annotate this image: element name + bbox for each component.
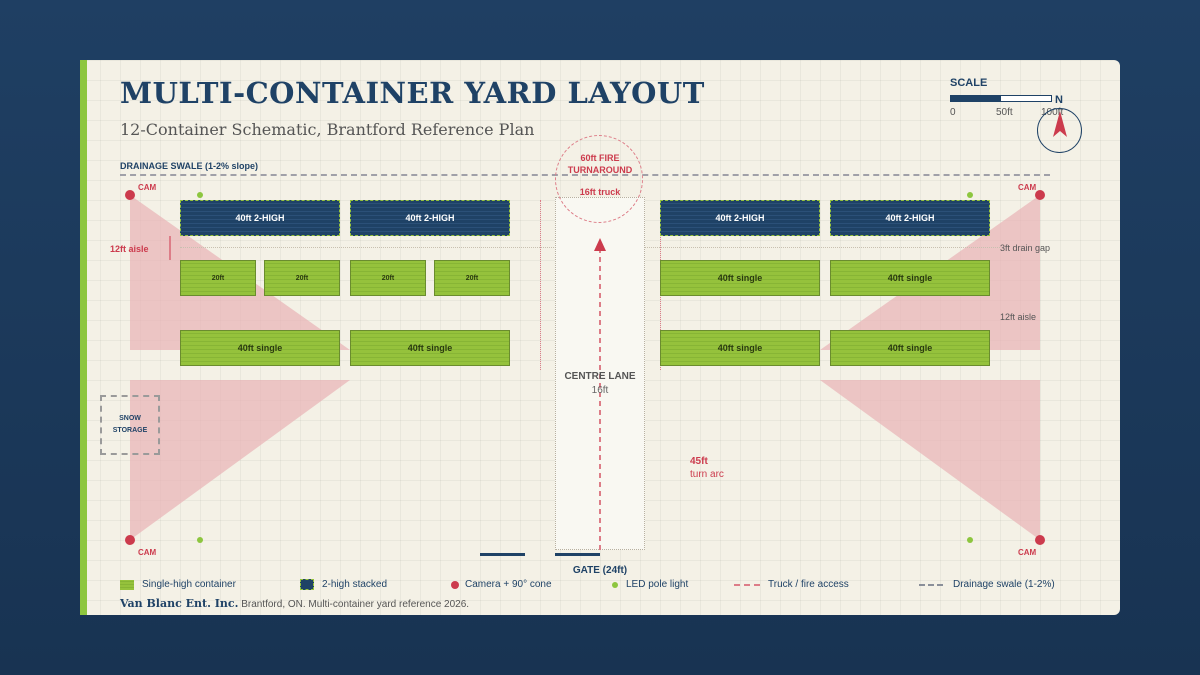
legend-swale-swatch [919, 583, 943, 586]
fire-turnaround-label: 60ft FIRE TURNAROUND [550, 152, 650, 176]
footer-text: Brantford, ON. Multi-container yard refe… [241, 599, 470, 610]
turn-arc-value: 45ft [690, 456, 708, 467]
container-single-r3-2: 40ft single [350, 330, 510, 366]
container-single-r2-2: 40ft single [830, 260, 990, 296]
container-20ft-1: 20ft [180, 260, 256, 296]
camera-cone-bottom-right [820, 380, 1040, 540]
camera-top-left [125, 190, 135, 200]
led-light-bottom-left [197, 537, 203, 543]
drain-gap-label: 3ft drain gap [1000, 243, 1051, 253]
gate-post-left [480, 553, 525, 556]
camera-cone-bottom-left [130, 380, 350, 540]
legend-stacked-swatch [300, 579, 314, 590]
north-label: N [1055, 94, 1063, 106]
legend-swale: Drainage swale (1-2%) [919, 579, 1055, 590]
container-20ft-4: 20ft [434, 260, 510, 296]
snow-storage-area: SNOW STORAGE [100, 395, 160, 455]
legend-stacked: 2-high stacked [300, 579, 387, 590]
footer: Van Blanc Ent. Inc. Brantford, ON. Multi… [120, 597, 469, 610]
led-light-top-right [967, 192, 973, 198]
fire-turnaround-circle [555, 135, 643, 223]
scale-bar [950, 95, 1052, 102]
drainage-swale-label: DRAINAGE SWALE (1-2% slope) [120, 161, 259, 171]
led-light-bottom-right [967, 537, 973, 543]
centre-lane-label: CENTRE LANE [564, 371, 636, 382]
container-single-r3-3: 40ft single [660, 330, 820, 366]
truck-size-label: 16ft truck [579, 187, 621, 197]
camera-top-right [1035, 190, 1045, 200]
turn-arc-label: turn arc [690, 469, 724, 480]
north-arrow-icon [1053, 111, 1067, 137]
accent-bar [80, 60, 87, 615]
legend-led-label: LED pole light [626, 579, 689, 590]
legend-single-label: Single-high container [142, 579, 236, 590]
legend-truck-swatch [734, 583, 760, 586]
aisle-marker [169, 236, 171, 260]
camera-label-bottom-right: CAM [1018, 548, 1037, 557]
legend-truck-label: Truck / fire access [768, 579, 849, 590]
snow-storage-line2: STORAGE [112, 427, 148, 434]
aisle-label-left: 12ft aisle [110, 244, 149, 254]
container-single-r3-4: 40ft single [830, 330, 990, 366]
centre-lane-width: 16ft [591, 385, 609, 396]
legend-single-swatch [120, 579, 134, 590]
camera-label-top-left: CAM [138, 183, 157, 192]
camera-bottom-right [1035, 535, 1045, 545]
legend-camera-label: Camera + 90° cone [465, 579, 552, 590]
truck-path-icon [594, 238, 606, 552]
scale-label: SCALE [950, 77, 988, 89]
legend-camera: Camera + 90° cone [451, 579, 552, 590]
north-compass [1037, 108, 1082, 153]
container-stacked-4: 40ft 2-HIGH [830, 200, 990, 236]
legend-swale-label: Drainage swale (1-2%) [953, 579, 1055, 590]
container-stacked-2: 40ft 2-HIGH [350, 200, 510, 236]
camera-icon [451, 580, 459, 589]
footer-brand: Van Blanc Ent. Inc. [120, 597, 239, 610]
camera-label-top-right: CAM [1018, 183, 1037, 192]
page-title: MULTI-CONTAINER YARD LAYOUT [120, 76, 705, 110]
snow-storage-line1: SNOW [119, 415, 141, 422]
container-single-r3-1: 40ft single [180, 330, 340, 366]
container-20ft-2: 20ft [264, 260, 340, 296]
turnaround-line2: TURNAROUND [567, 165, 633, 175]
yard-plan-sheet: MULTI-CONTAINER YARD LAYOUT 12-Container… [80, 60, 1120, 615]
legend-led: LED pole light [612, 579, 688, 590]
gate-label: GATE (24ft) [572, 565, 628, 576]
led-light-icon [612, 581, 618, 588]
container-stacked-3: 40ft 2-HIGH [660, 200, 820, 236]
legend-single: Single-high container [120, 579, 236, 590]
legend-stacked-label: 2-high stacked [322, 579, 388, 590]
container-stacked-1: 40ft 2-HIGH [180, 200, 340, 236]
scale-tick-0: 0 [950, 107, 956, 118]
legend-truck: Truck / fire access [734, 579, 849, 590]
lane-guide-left [540, 200, 541, 370]
container-single-r2-1: 40ft single [660, 260, 820, 296]
turnaround-line1: 60ft FIRE [580, 153, 620, 163]
container-20ft-3: 20ft [350, 260, 426, 296]
led-light-top-left [197, 192, 203, 198]
aisle-label-right: 12ft aisle [1000, 312, 1037, 322]
camera-bottom-left [125, 535, 135, 545]
page-subtitle: 12-Container Schematic, Brantford Refere… [120, 120, 535, 139]
scale-tick-50: 50ft [996, 107, 1013, 118]
camera-label-bottom-left: CAM [138, 548, 157, 557]
gate-post-right [555, 553, 600, 556]
